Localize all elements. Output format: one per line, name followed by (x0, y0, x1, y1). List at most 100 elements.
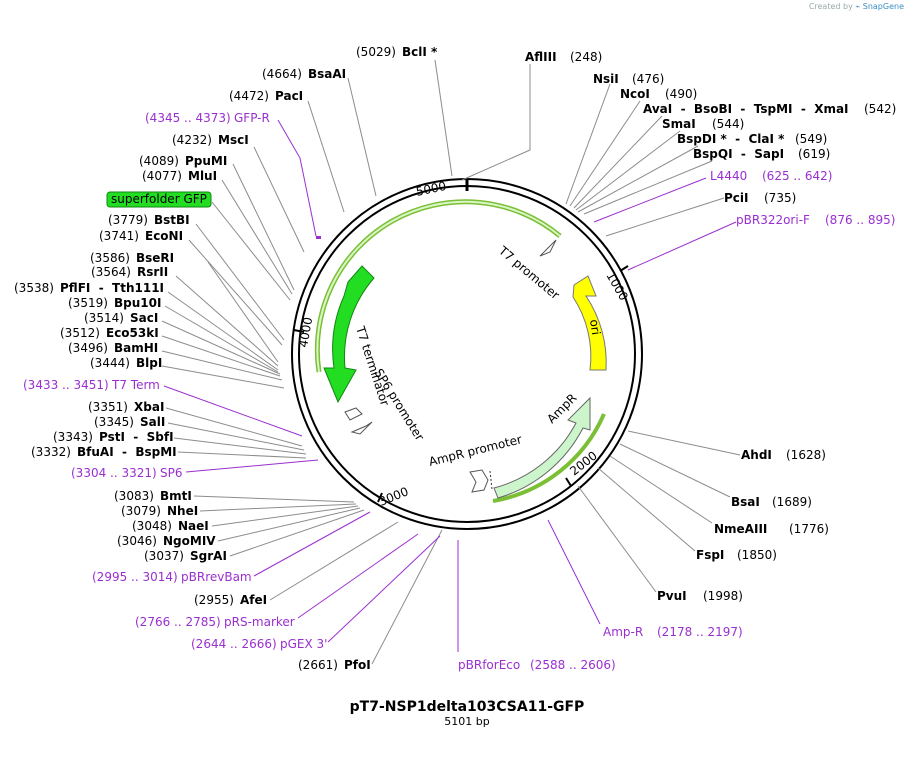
ori-arrow (572, 275, 607, 371)
ampr-promoter-arrow (469, 469, 489, 493)
enzyme-ahdi: AhdI (741, 448, 772, 462)
enzyme-bstbi: BstBI (154, 213, 190, 227)
enzyme-bfuai: BfuAI - BspMI (77, 445, 177, 459)
enzyme-pos-bspqi: (619) (798, 147, 830, 161)
enzyme-fspi: FspI (696, 548, 724, 562)
leader-bcli (434, 59, 453, 177)
leader-sali (167, 422, 305, 451)
enzyme-bsaai: BsaAI (308, 67, 346, 81)
feature-label-t7-promoter: T7 promoter (495, 243, 562, 302)
leader-econi (188, 239, 283, 346)
gfp-outline-arc-inner (316, 200, 561, 373)
leader-nmeaiii (609, 455, 713, 524)
leader-pfoi (371, 529, 443, 665)
primer-range-pbrrevbam: (2995 .. 3014) (92, 570, 178, 584)
enzyme-afei: AfeI (240, 593, 267, 607)
enzyme-eco53ki: Eco53kI (106, 326, 159, 340)
primer-labels: (4345 .. 4373) GFP-R L4440 (625 .. 642) … (23, 111, 895, 672)
sp6-promoter-arrow (350, 421, 373, 435)
enzyme-psti: PstI - SbfI (99, 430, 174, 444)
leader-naei (211, 505, 359, 527)
enzyme-pfoi: PfoI (344, 658, 371, 672)
enzyme-pos-bspdi: (549) (795, 132, 827, 146)
primer-l4440: L4440 (710, 169, 747, 183)
leader-lines (161, 59, 741, 665)
enzyme-pos-ngomiv: (3046) (117, 534, 157, 548)
primer-leader-pbrrevbam (253, 511, 371, 577)
enzyme-pos-saci: (3514) (84, 311, 124, 325)
primer-prs: pRS-marker (224, 615, 295, 629)
enzyme-pos-bcli: (5029) (356, 45, 396, 59)
enzyme-pos-pflfi: (3538) (14, 281, 54, 295)
leader-bmti (193, 495, 355, 503)
leader-mlui (221, 179, 293, 295)
t7-terminator-arrow (344, 407, 363, 421)
tick-mark-4000 (293, 329, 305, 333)
enzyme-pos-beri: (3586) (90, 251, 130, 265)
enzyme-pos-pfoi: (2661) (298, 658, 338, 672)
leader-psti (173, 437, 307, 455)
enzyme-nhei: NheI (167, 504, 198, 518)
primer-leader-t7term (163, 385, 303, 437)
enzyme-pos-bstbi: (3779) (108, 213, 148, 227)
primer-range-prs: (2766 .. 2785) (135, 615, 221, 629)
leader-paci (307, 100, 345, 213)
enzyme-pos-bsai: (1689) (772, 495, 812, 509)
leader-eco53ki (161, 335, 281, 377)
gfp-badge-label: superfolder GFP (111, 192, 207, 206)
enzyme-pcii: PciI (724, 191, 749, 205)
enzyme-pos-nsii: (476) (632, 72, 664, 86)
leader-ncoi (569, 100, 641, 207)
enzyme-nmeaiii: NmeAIII (714, 522, 767, 536)
leader-fspi (597, 467, 696, 552)
primer-lines (163, 119, 737, 652)
enzyme-ncoi: NcoI (620, 87, 650, 101)
enzyme-pos-mlui: (4077) (142, 169, 182, 183)
enzyme-aflIII: AflIII (525, 50, 557, 64)
enzyme-pos-avai: (542) (864, 102, 896, 116)
enzyme-pos-ahdi: (1628) (786, 448, 826, 462)
primer-range-sp6: (3304 .. 3321) (71, 466, 157, 480)
enzyme-blpi: BlpI (136, 356, 162, 370)
credit-brand: SnapGene (862, 2, 904, 11)
leader-afei (269, 521, 399, 601)
leader-beri (207, 261, 279, 363)
features (314, 199, 607, 503)
enzyme-pos-ncoi: (490) (665, 87, 697, 101)
leader-msci (253, 146, 305, 253)
enzyme-pos-rsrii: (3564) (91, 265, 131, 279)
primer-pbr322ori-f: pBR322ori-F (736, 213, 810, 227)
leader-pcii (605, 197, 725, 237)
enzyme-saci: SacI (130, 311, 158, 325)
leader-xbai (165, 407, 303, 447)
enzyme-nsii: NsiI (593, 72, 619, 86)
primer-range-pbrforeco: (2588 .. 2606) (530, 658, 616, 672)
leader-ahdi (627, 430, 741, 456)
leader-aflIII (461, 64, 531, 181)
feature-labels: T7 promoter ori AmpR AmpR promoter T7 te… (353, 243, 603, 469)
leader-bsai (619, 443, 731, 498)
primer-range-l4440: (625 .. 642) (762, 169, 832, 183)
enzyme-avai: AvaI - BsoBI - TspMI - XmaI (643, 102, 849, 116)
primer-leader-gfp-r (277, 119, 317, 237)
enzyme-econi: EcoNI (145, 229, 183, 243)
leader-sgrai (229, 509, 365, 557)
enzyme-pos-pcii: (735) (764, 191, 796, 205)
ampr-promoter-dash (489, 470, 493, 490)
enzyme-ppumi: PpuMI (185, 154, 227, 168)
primer-gfp-r: GFP-R (234, 111, 270, 125)
primer-range-ampr: (2178 .. 2197) (657, 625, 743, 639)
enzyme-pos-nmeaiii: (1776) (789, 522, 829, 536)
enzyme-pos-bpu10i: (3519) (68, 296, 108, 310)
enzyme-sgrai: SgrAI (190, 549, 227, 563)
t7-promoter-arrow (539, 239, 557, 257)
enzyme-rsrii: RsrII (137, 265, 168, 279)
tick-mark-3000 (377, 492, 383, 503)
enzyme-pos-pvui: (1998) (703, 589, 743, 603)
enzyme-pos-bmti: (3083) (114, 489, 154, 503)
feature-label-ampr-promoter: AmpR promoter (427, 432, 523, 469)
enzyme-pos-ppumi: (4089) (139, 154, 179, 168)
enzyme-pos-blpi: (3444) (90, 356, 130, 370)
leader-nhei (199, 503, 357, 512)
enzyme-pos-fspi: (1850) (737, 548, 777, 562)
